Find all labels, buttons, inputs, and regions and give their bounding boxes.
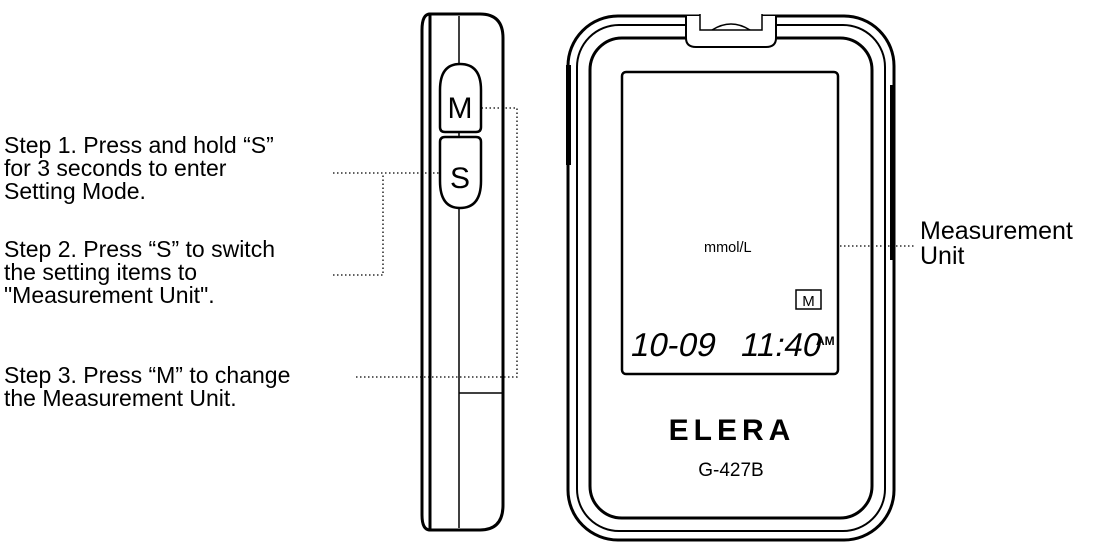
lcd-screen: mmol/L M 10-09 11:40 AM — [620, 70, 840, 376]
m-side-button[interactable]: M — [438, 62, 483, 134]
mode-indicator-box — [795, 289, 822, 310]
callout-line-1: Measurement — [920, 217, 1073, 245]
step-1-line-1: Step 1. Press and hold “S” — [4, 132, 274, 158]
step-1-line-3: Setting Mode. — [4, 178, 146, 204]
step-2-instruction: Step 2. Press “S” to switch the setting … — [4, 238, 275, 307]
measurement-unit-callout: Measurement Unit — [920, 219, 1073, 269]
step-3-instruction: Step 3. Press “M” to change the Measurem… — [4, 364, 290, 410]
strip-port — [685, 14, 777, 48]
time-reading: 11:40 — [738, 327, 826, 364]
callout-line-2: Unit — [920, 242, 965, 270]
mode-indicator: M — [802, 293, 815, 310]
meter-front-view — [566, 14, 896, 542]
unit-reading: mmol/L — [704, 240, 752, 256]
step-2-line-1: Step 2. Press “S” to switch — [4, 236, 275, 262]
model-label: G-427B — [698, 460, 763, 481]
s-side-button[interactable]: S — [438, 135, 483, 210]
m-button-label: M — [448, 92, 473, 125]
step-2-line-2: the setting items to — [4, 259, 198, 285]
s-button-label: S — [450, 162, 470, 195]
step-1-line-2: for 3 seconds to enter — [4, 155, 227, 181]
step-3-line-2: the Measurement Unit. — [4, 385, 237, 411]
brand-logo: ELERA — [669, 414, 796, 447]
date-reading: 10-09 — [628, 327, 720, 364]
step-2-line-3: "Measurement Unit". — [4, 282, 215, 308]
step-1-instruction: Step 1. Press and hold “S” for 3 seconds… — [4, 134, 274, 203]
step-3-line-1: Step 3. Press “M” to change — [4, 362, 291, 388]
ampm-reading: AM — [816, 334, 835, 348]
